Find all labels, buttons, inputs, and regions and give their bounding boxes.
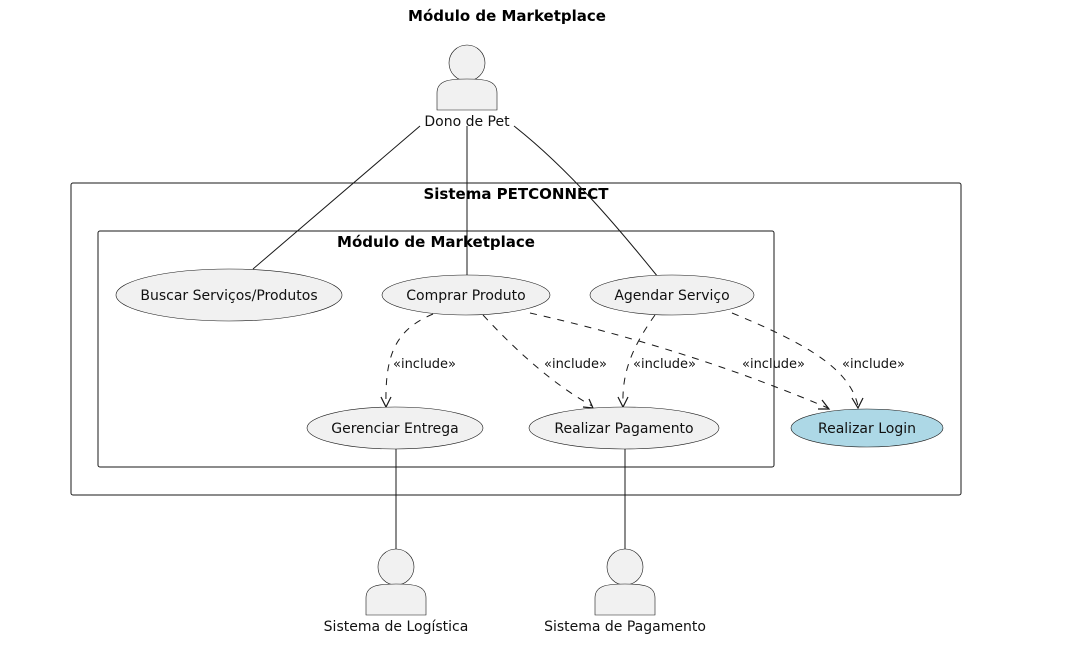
include-buy-payment xyxy=(482,314,593,407)
module-title: Módulo de Marketplace xyxy=(337,233,535,251)
person-icon xyxy=(594,548,656,616)
use-case-schedule-label: Agendar Serviço xyxy=(614,288,729,304)
use-case-search[interactable]: Buscar Serviços/Produtos xyxy=(115,268,343,322)
use-case-payment[interactable]: Realizar Pagamento xyxy=(528,406,720,450)
include-arrow-payment-2 xyxy=(617,396,629,409)
actor-logistics-label: Sistema de Logística xyxy=(324,619,469,635)
use-case-buy-label: Comprar Produto xyxy=(406,288,525,304)
person-icon xyxy=(365,548,427,616)
use-case-login[interactable]: Realizar Login xyxy=(790,408,944,448)
include-arrow-payment-1 xyxy=(582,398,594,409)
include-label-1: «include» xyxy=(393,357,456,372)
system-boundary xyxy=(70,182,962,496)
use-case-search-label: Buscar Serviços/Produtos xyxy=(140,288,317,304)
association-owner-schedule xyxy=(513,125,659,278)
include-label-3: «include» xyxy=(633,357,696,372)
use-case-payment-label: Realizar Pagamento xyxy=(554,421,693,437)
include-label-5: «include» xyxy=(842,357,905,372)
module-boundary xyxy=(97,230,775,468)
include-buy-login xyxy=(529,312,829,409)
use-case-buy[interactable]: Comprar Produto xyxy=(381,274,551,316)
person-icon xyxy=(436,44,498,111)
include-arrow-login-1 xyxy=(818,399,831,410)
actor-payment-system-label: Sistema de Pagamento xyxy=(544,619,706,635)
actor-payment-system[interactable]: Sistema de Pagamento xyxy=(544,548,706,635)
use-case-delivery-label: Gerenciar Entrega xyxy=(331,421,459,437)
include-label-4: «include» xyxy=(742,357,805,372)
include-schedule-payment xyxy=(622,314,656,406)
actor-logistics[interactable]: Sistema de Logística xyxy=(324,548,469,635)
actor-pet-owner-label: Dono de Pet xyxy=(424,114,510,130)
actor-pet-owner[interactable]: Dono de Pet xyxy=(424,44,510,130)
include-arrow-login-2 xyxy=(851,397,864,410)
include-label-2: «include» xyxy=(544,357,607,372)
system-title: Sistema PETCONNECT xyxy=(423,185,609,203)
diagram-title: Módulo de Marketplace xyxy=(408,7,606,25)
include-schedule-login xyxy=(731,312,859,407)
use-case-delivery[interactable]: Gerenciar Entrega xyxy=(306,406,484,450)
association-owner-search xyxy=(252,125,421,270)
use-case-login-label: Realizar Login xyxy=(818,421,916,437)
use-case-schedule[interactable]: Agendar Serviço xyxy=(589,274,755,316)
